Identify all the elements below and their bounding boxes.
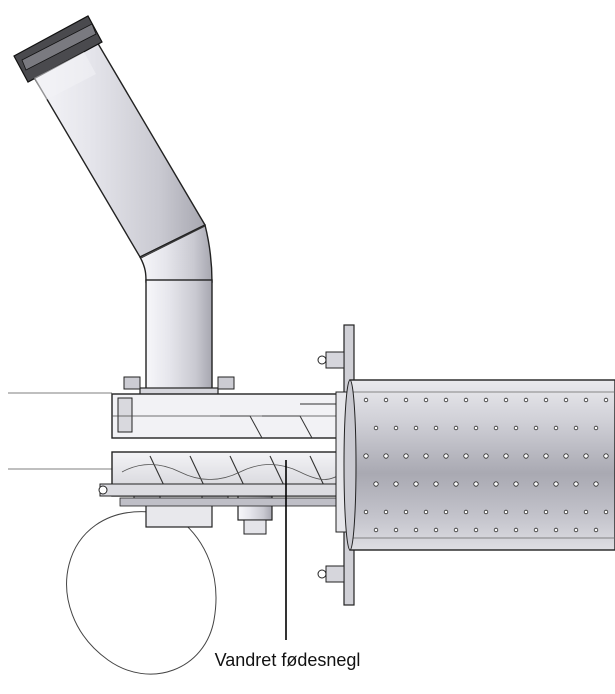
perforation-hole <box>553 481 559 487</box>
perforation-hole <box>443 453 449 459</box>
perforation-hole <box>423 397 429 403</box>
perforation-hole <box>403 509 409 515</box>
motor <box>66 487 229 675</box>
perforation-hole <box>603 509 609 515</box>
perforation-hole <box>563 453 569 459</box>
perforation-hole <box>553 527 559 533</box>
perforation-hole <box>373 527 379 533</box>
perforation-hole <box>573 425 579 431</box>
perforation-hole <box>533 527 539 533</box>
perforation-hole <box>473 527 479 533</box>
perforation-hole <box>473 481 479 487</box>
perforation-hole <box>503 453 509 459</box>
diagram-caption: Vandret fødesnegl <box>214 650 361 670</box>
perforation-hole <box>593 527 599 533</box>
perforation-hole <box>443 509 449 515</box>
perforation-hole <box>403 453 409 459</box>
perforation-hole <box>393 481 399 487</box>
perforation-hole <box>383 453 389 459</box>
perforation-hole <box>373 425 379 431</box>
horizontal-feed-auger <box>98 451 351 507</box>
perforation-hole <box>603 453 609 459</box>
perforation-hole <box>523 397 529 403</box>
perforation-hole <box>483 509 489 515</box>
perforation-hole <box>563 509 569 515</box>
perforation-hole <box>583 509 589 515</box>
perforation-hole <box>373 481 379 487</box>
perforation-hole <box>533 481 539 487</box>
perforation-hole <box>413 481 419 487</box>
perforation-hole <box>563 397 569 403</box>
perforation-hole <box>503 509 509 515</box>
perforation-hole <box>493 425 499 431</box>
perforation-hole <box>583 397 589 403</box>
perforation-hole <box>513 527 519 533</box>
perforation-hole <box>363 397 369 403</box>
perforation-hole <box>553 425 559 431</box>
perforation-hole <box>473 425 479 431</box>
perforation-hole <box>363 509 369 515</box>
perforation-hole <box>523 453 529 459</box>
perforation-hole <box>503 397 509 403</box>
burner-perforations <box>363 397 609 533</box>
perforation-hole <box>453 527 459 533</box>
perforation-hole <box>533 425 539 431</box>
perforation-hole <box>423 509 429 515</box>
upper-housing <box>111 393 353 439</box>
perforation-hole <box>393 527 399 533</box>
perforation-hole <box>593 481 599 487</box>
perforation-hole <box>483 453 489 459</box>
perforation-hole <box>393 425 399 431</box>
reference-lines <box>8 392 112 470</box>
perforation-hole <box>513 481 519 487</box>
perforation-hole <box>453 481 459 487</box>
perforation-hole <box>603 397 609 403</box>
perforation-hole <box>463 509 469 515</box>
perforation-hole <box>413 425 419 431</box>
perforation-hole <box>463 397 469 403</box>
perforation-hole <box>593 425 599 431</box>
perforation-hole <box>403 397 409 403</box>
perforation-hole <box>413 527 419 533</box>
perforation-hole <box>383 509 389 515</box>
perforation-hole <box>493 527 499 533</box>
burner-tube <box>343 379 615 551</box>
perforation-hole <box>543 453 549 459</box>
perforation-hole <box>463 453 469 459</box>
inlet-pipe <box>13 15 206 258</box>
perforation-hole <box>443 397 449 403</box>
perforation-hole <box>493 481 499 487</box>
perforation-hole <box>363 453 369 459</box>
perforation-hole <box>433 425 439 431</box>
perforation-hole <box>583 453 589 459</box>
perforation-hole <box>383 397 389 403</box>
perforation-hole <box>483 397 489 403</box>
perforation-hole <box>573 481 579 487</box>
perforation-hole <box>543 397 549 403</box>
perforation-hole <box>433 527 439 533</box>
perforation-hole <box>523 509 529 515</box>
perforation-hole <box>513 425 519 431</box>
perforation-hole <box>573 527 579 533</box>
perforation-hole <box>433 481 439 487</box>
perforation-hole <box>423 453 429 459</box>
perforation-hole <box>543 509 549 515</box>
perforation-hole <box>453 425 459 431</box>
